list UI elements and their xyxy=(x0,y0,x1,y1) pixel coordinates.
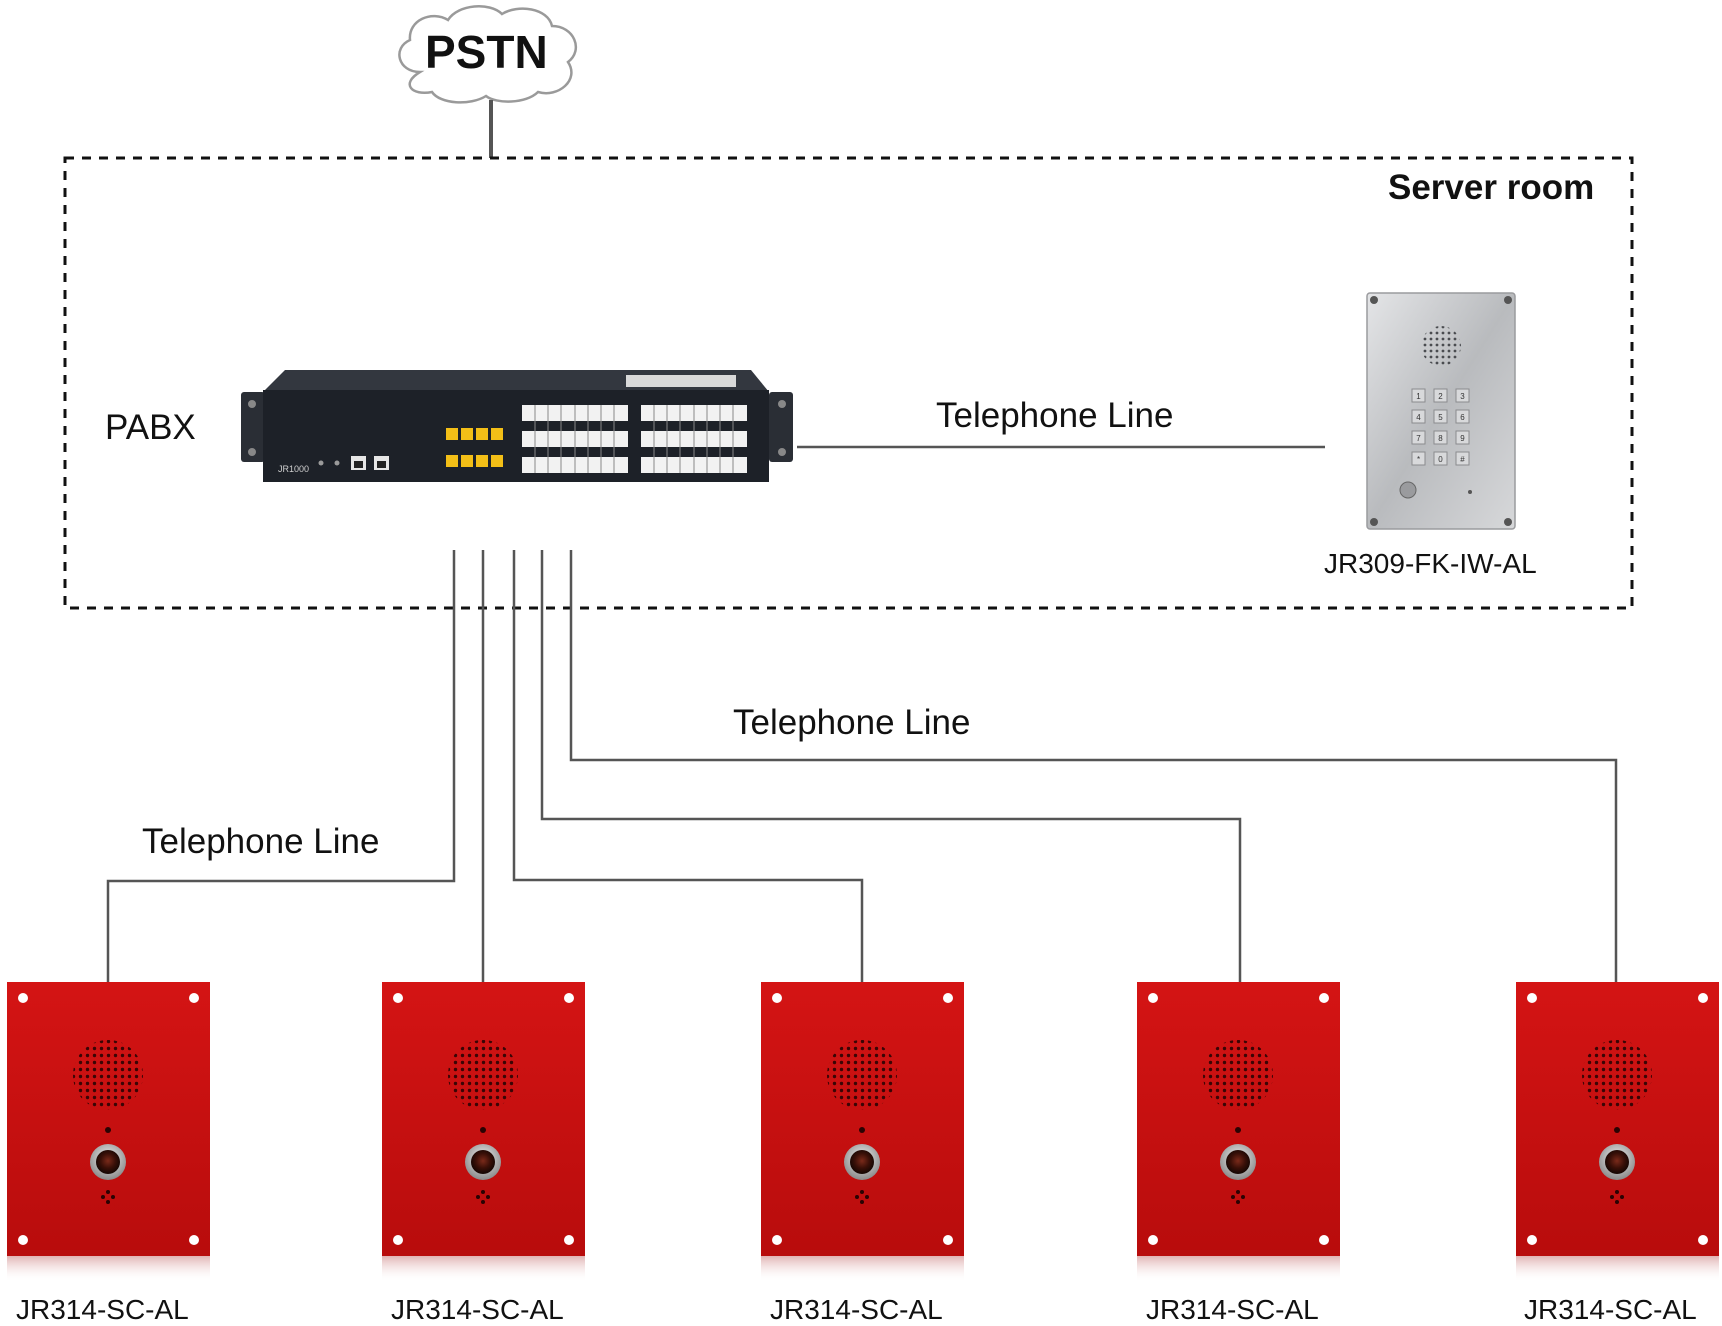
key-label: 3 xyxy=(1460,392,1465,401)
red-phone-2 xyxy=(382,982,585,1282)
speaker-grill-icon xyxy=(448,1040,518,1110)
speaker-grill-icon xyxy=(827,1040,897,1110)
line-to-phone-5 xyxy=(569,550,1618,982)
pstn-cloud-icon xyxy=(398,5,578,104)
telephone-line-bundle xyxy=(106,550,1618,982)
pabx-device: JR1000 xyxy=(241,370,793,482)
key-label: 1 xyxy=(1416,392,1421,401)
red-phone-5 xyxy=(1516,982,1719,1282)
key-label: # xyxy=(1460,455,1465,464)
server-room-label: Server room xyxy=(1388,168,1595,207)
pabx-model-text: JR1000 xyxy=(278,464,309,474)
pabx-trunk-ports xyxy=(446,428,503,467)
key-label: 8 xyxy=(1438,434,1443,443)
pstn-label: PSTN xyxy=(425,26,548,78)
mic-icon xyxy=(476,1190,490,1204)
key-label: * xyxy=(1417,455,1420,464)
mic-icon xyxy=(1231,1190,1245,1204)
mic-icon xyxy=(1610,1190,1624,1204)
key-label: 2 xyxy=(1438,392,1443,401)
line-to-phone-3 xyxy=(512,550,864,982)
keypad-phone: 1 2 3 4 5 6 7 8 9 * 0 # xyxy=(1366,292,1516,530)
key-label: 4 xyxy=(1416,413,1421,422)
telephone-line-label-left: Telephone Line xyxy=(142,822,380,861)
red-phone-3 xyxy=(761,982,964,1282)
telephone-line-label-middle: Telephone Line xyxy=(733,703,971,742)
call-button-icon xyxy=(1399,481,1417,499)
server-room-zone xyxy=(63,156,1634,610)
mic-icon xyxy=(101,1190,115,1204)
mic-icon xyxy=(1468,490,1472,494)
key-label: 9 xyxy=(1460,434,1465,443)
red-phone-model-label: JR314-SC-AL xyxy=(1146,1294,1319,1325)
line-to-phone-4 xyxy=(540,550,1242,982)
keypad-icon xyxy=(1411,388,1470,466)
key-label: 6 xyxy=(1460,413,1465,422)
red-phone-4 xyxy=(1137,982,1340,1282)
pabx-label: PABX xyxy=(105,408,196,447)
red-phone-model-label: JR314-SC-AL xyxy=(391,1294,564,1325)
red-phone-model-label: JR314-SC-AL xyxy=(16,1294,189,1325)
speaker-grill-icon xyxy=(1421,326,1461,366)
red-phone-model-label: JR314-SC-AL xyxy=(1524,1294,1697,1325)
red-phone-1 xyxy=(7,982,210,1282)
telephone-line-label-top: Telephone Line xyxy=(936,396,1174,435)
key-label: 0 xyxy=(1438,455,1443,464)
line-to-phone-1 xyxy=(106,550,456,982)
mic-icon xyxy=(855,1190,869,1204)
speaker-grill-icon xyxy=(73,1040,143,1110)
red-phone-model-label: JR314-SC-AL xyxy=(770,1294,943,1325)
speaker-grill-icon xyxy=(1582,1040,1652,1110)
keypad-phone-model-label: JR309-FK-IW-AL xyxy=(1324,548,1537,579)
speaker-grill-icon xyxy=(1203,1040,1273,1110)
key-label: 5 xyxy=(1438,413,1443,422)
key-label: 7 xyxy=(1416,434,1421,443)
